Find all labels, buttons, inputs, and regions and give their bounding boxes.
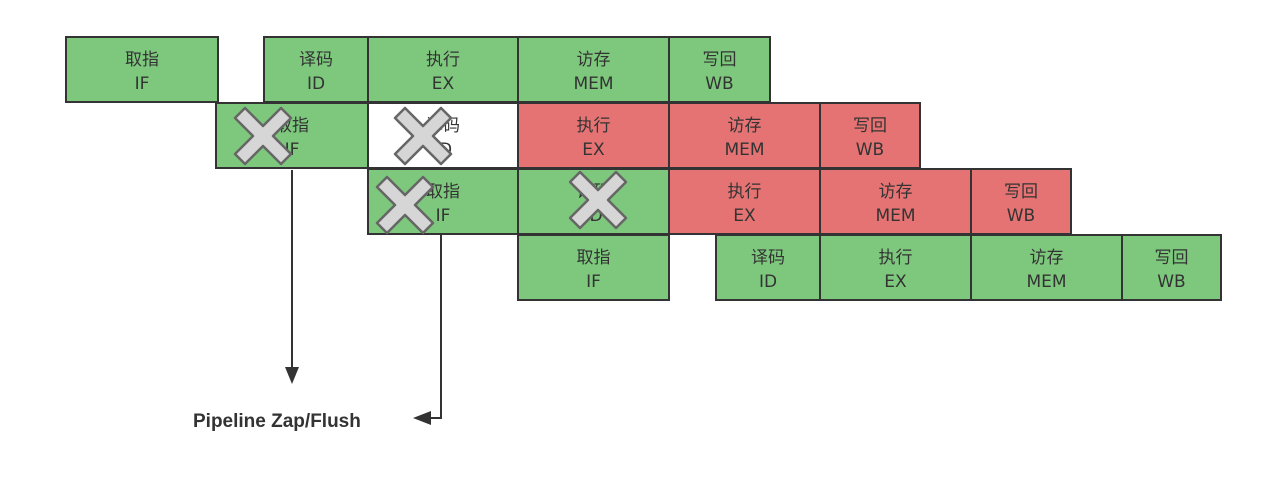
stage-box [819, 102, 921, 169]
stage-box [263, 36, 369, 103]
stage-name-cn: 执行 [879, 248, 913, 268]
stage-name-cn: 写回 [1004, 182, 1038, 202]
flush-arrows [285, 170, 442, 425]
stage-name-cn: 访存 [577, 50, 611, 70]
stage-name-en: WB [705, 74, 733, 94]
arrow-left-icon [413, 411, 431, 425]
stage-name-en: MEM [1026, 272, 1066, 292]
stage-name-cn: 写回 [703, 50, 737, 70]
stage-box [517, 234, 670, 301]
stage-cell-row1-ex: 执行 EX [367, 36, 519, 103]
stage-cell-row4-id: 译码 ID [715, 234, 821, 301]
arrow-down-icon [285, 367, 299, 384]
stage-box [1121, 234, 1222, 301]
stage-name-en: ID [759, 272, 777, 292]
stage-cell-row2-mem: 访存 MEM [668, 102, 821, 169]
stage-name-cn: 写回 [1155, 248, 1189, 268]
stage-cell-row4-ex: 执行 EX [819, 234, 972, 301]
stage-box [970, 168, 1072, 235]
stage-name-en: ID [307, 74, 325, 94]
stage-cell-row1-id: 译码 ID [263, 36, 369, 103]
stage-cell-row1-mem: 访存 MEM [517, 36, 670, 103]
stage-cell-row3-ex: 执行 EX [668, 168, 821, 235]
stage-cell-row1-if: 取指 IF [65, 36, 219, 103]
stage-name-cn: 取指 [426, 182, 460, 202]
stage-name-en: EX [582, 140, 605, 160]
flush-arrow-line-2 [428, 234, 442, 419]
stage-cell-row4-if: 取指 IF [517, 234, 670, 301]
pipeline-stage-cells: 取指 IF 译码 ID 执行 EX 访存 MEM 写回 WB 取指 IF 译码 ID 执行 EX 访存 MEM 写回… [65, 36, 1222, 301]
stage-name-cn: 执行 [728, 182, 762, 202]
stage-cell-row4-wb: 写回 WB [1121, 234, 1222, 301]
stage-box [819, 168, 972, 235]
cross-icon [568, 170, 628, 230]
stage-box [517, 102, 670, 169]
stage-box [715, 234, 821, 301]
stage-name-en: IF [436, 206, 451, 226]
stage-name-cn: 访存 [728, 116, 762, 136]
stage-name-cn: 取指 [125, 50, 159, 70]
stage-box [65, 36, 219, 103]
stage-name-en: EX [432, 74, 455, 94]
stage-name-en: WB [856, 140, 884, 160]
cross-icon [393, 106, 453, 166]
stage-name-cn: 访存 [879, 182, 913, 202]
stage-name-cn: 访存 [1030, 248, 1064, 268]
stage-name-cn: 执行 [426, 50, 460, 70]
stage-cell-row3-wb: 写回 WB [970, 168, 1072, 235]
caption-label: Pipeline Zap/Flush [193, 411, 361, 432]
cross-icon [375, 175, 435, 235]
stage-name-cn: 译码 [299, 50, 333, 70]
stage-box [819, 234, 972, 301]
cross-icon [233, 106, 293, 166]
stage-name-en: EX [733, 206, 756, 226]
stage-cell-row4-mem: 访存 MEM [970, 234, 1123, 301]
stage-name-cn: 取指 [577, 248, 611, 268]
stage-name-cn: 写回 [853, 116, 887, 136]
stage-name-en: IF [586, 272, 601, 292]
stage-name-en: MEM [573, 74, 613, 94]
stage-cell-row3-mem: 访存 MEM [819, 168, 972, 235]
stage-name-cn: 执行 [577, 116, 611, 136]
stage-cell-row1-wb: 写回 WB [668, 36, 771, 103]
stage-name-cn: 译码 [751, 248, 785, 268]
stage-name-en: WB [1157, 272, 1185, 292]
stage-cell-row2-wb: 写回 WB [819, 102, 921, 169]
stage-cell-row2-ex: 执行 EX [517, 102, 670, 169]
stage-name-en: EX [884, 272, 907, 292]
stage-name-en: MEM [724, 140, 764, 160]
stage-name-en: WB [1007, 206, 1035, 226]
stage-name-en: IF [135, 74, 150, 94]
zap-crosses [233, 106, 628, 235]
stage-name-en: MEM [875, 206, 915, 226]
